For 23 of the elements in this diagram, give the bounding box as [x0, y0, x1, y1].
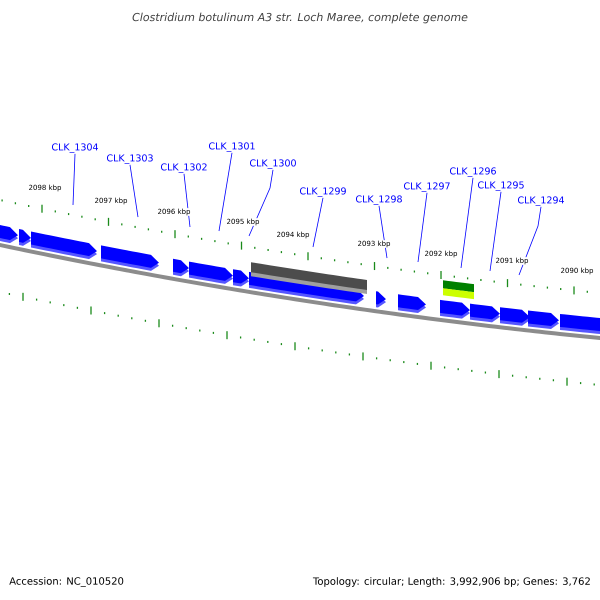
gene-label: CLK_1299 — [300, 187, 346, 197]
gene-label: CLK_1296 — [450, 167, 496, 177]
gene-label: CLK_1302 — [161, 163, 207, 173]
topology-text: Topology: circular; Length: 3,992,906 bp; Genes: 3,762 — [312, 577, 590, 587]
leader-line — [518, 206, 542, 276]
gene-label: CLK_1297 — [404, 182, 450, 192]
leader-line — [72, 153, 76, 206]
title: Clostridium botulinum A3 str. Loch Maree, complete genome — [132, 12, 468, 24]
gene-label: CLK_1294 — [518, 196, 564, 206]
leader-line — [130, 164, 138, 218]
leader-line — [218, 152, 232, 232]
gene-label: CLK_1304 — [52, 143, 98, 153]
gene-label: CLK_1300 — [250, 159, 296, 169]
gene-label: CLK_1295 — [478, 181, 524, 191]
leader-line — [312, 197, 324, 248]
leader-line — [490, 191, 502, 272]
leader-line — [418, 192, 428, 262]
accession-text: Accession: NC_010520 — [9, 577, 124, 587]
leader-line — [248, 169, 274, 236]
leader-line — [460, 177, 474, 268]
gene-label: CLK_1303 — [107, 154, 153, 164]
gene-label: CLK_1301 — [209, 142, 255, 152]
gene-label: CLK_1298 — [356, 195, 402, 205]
